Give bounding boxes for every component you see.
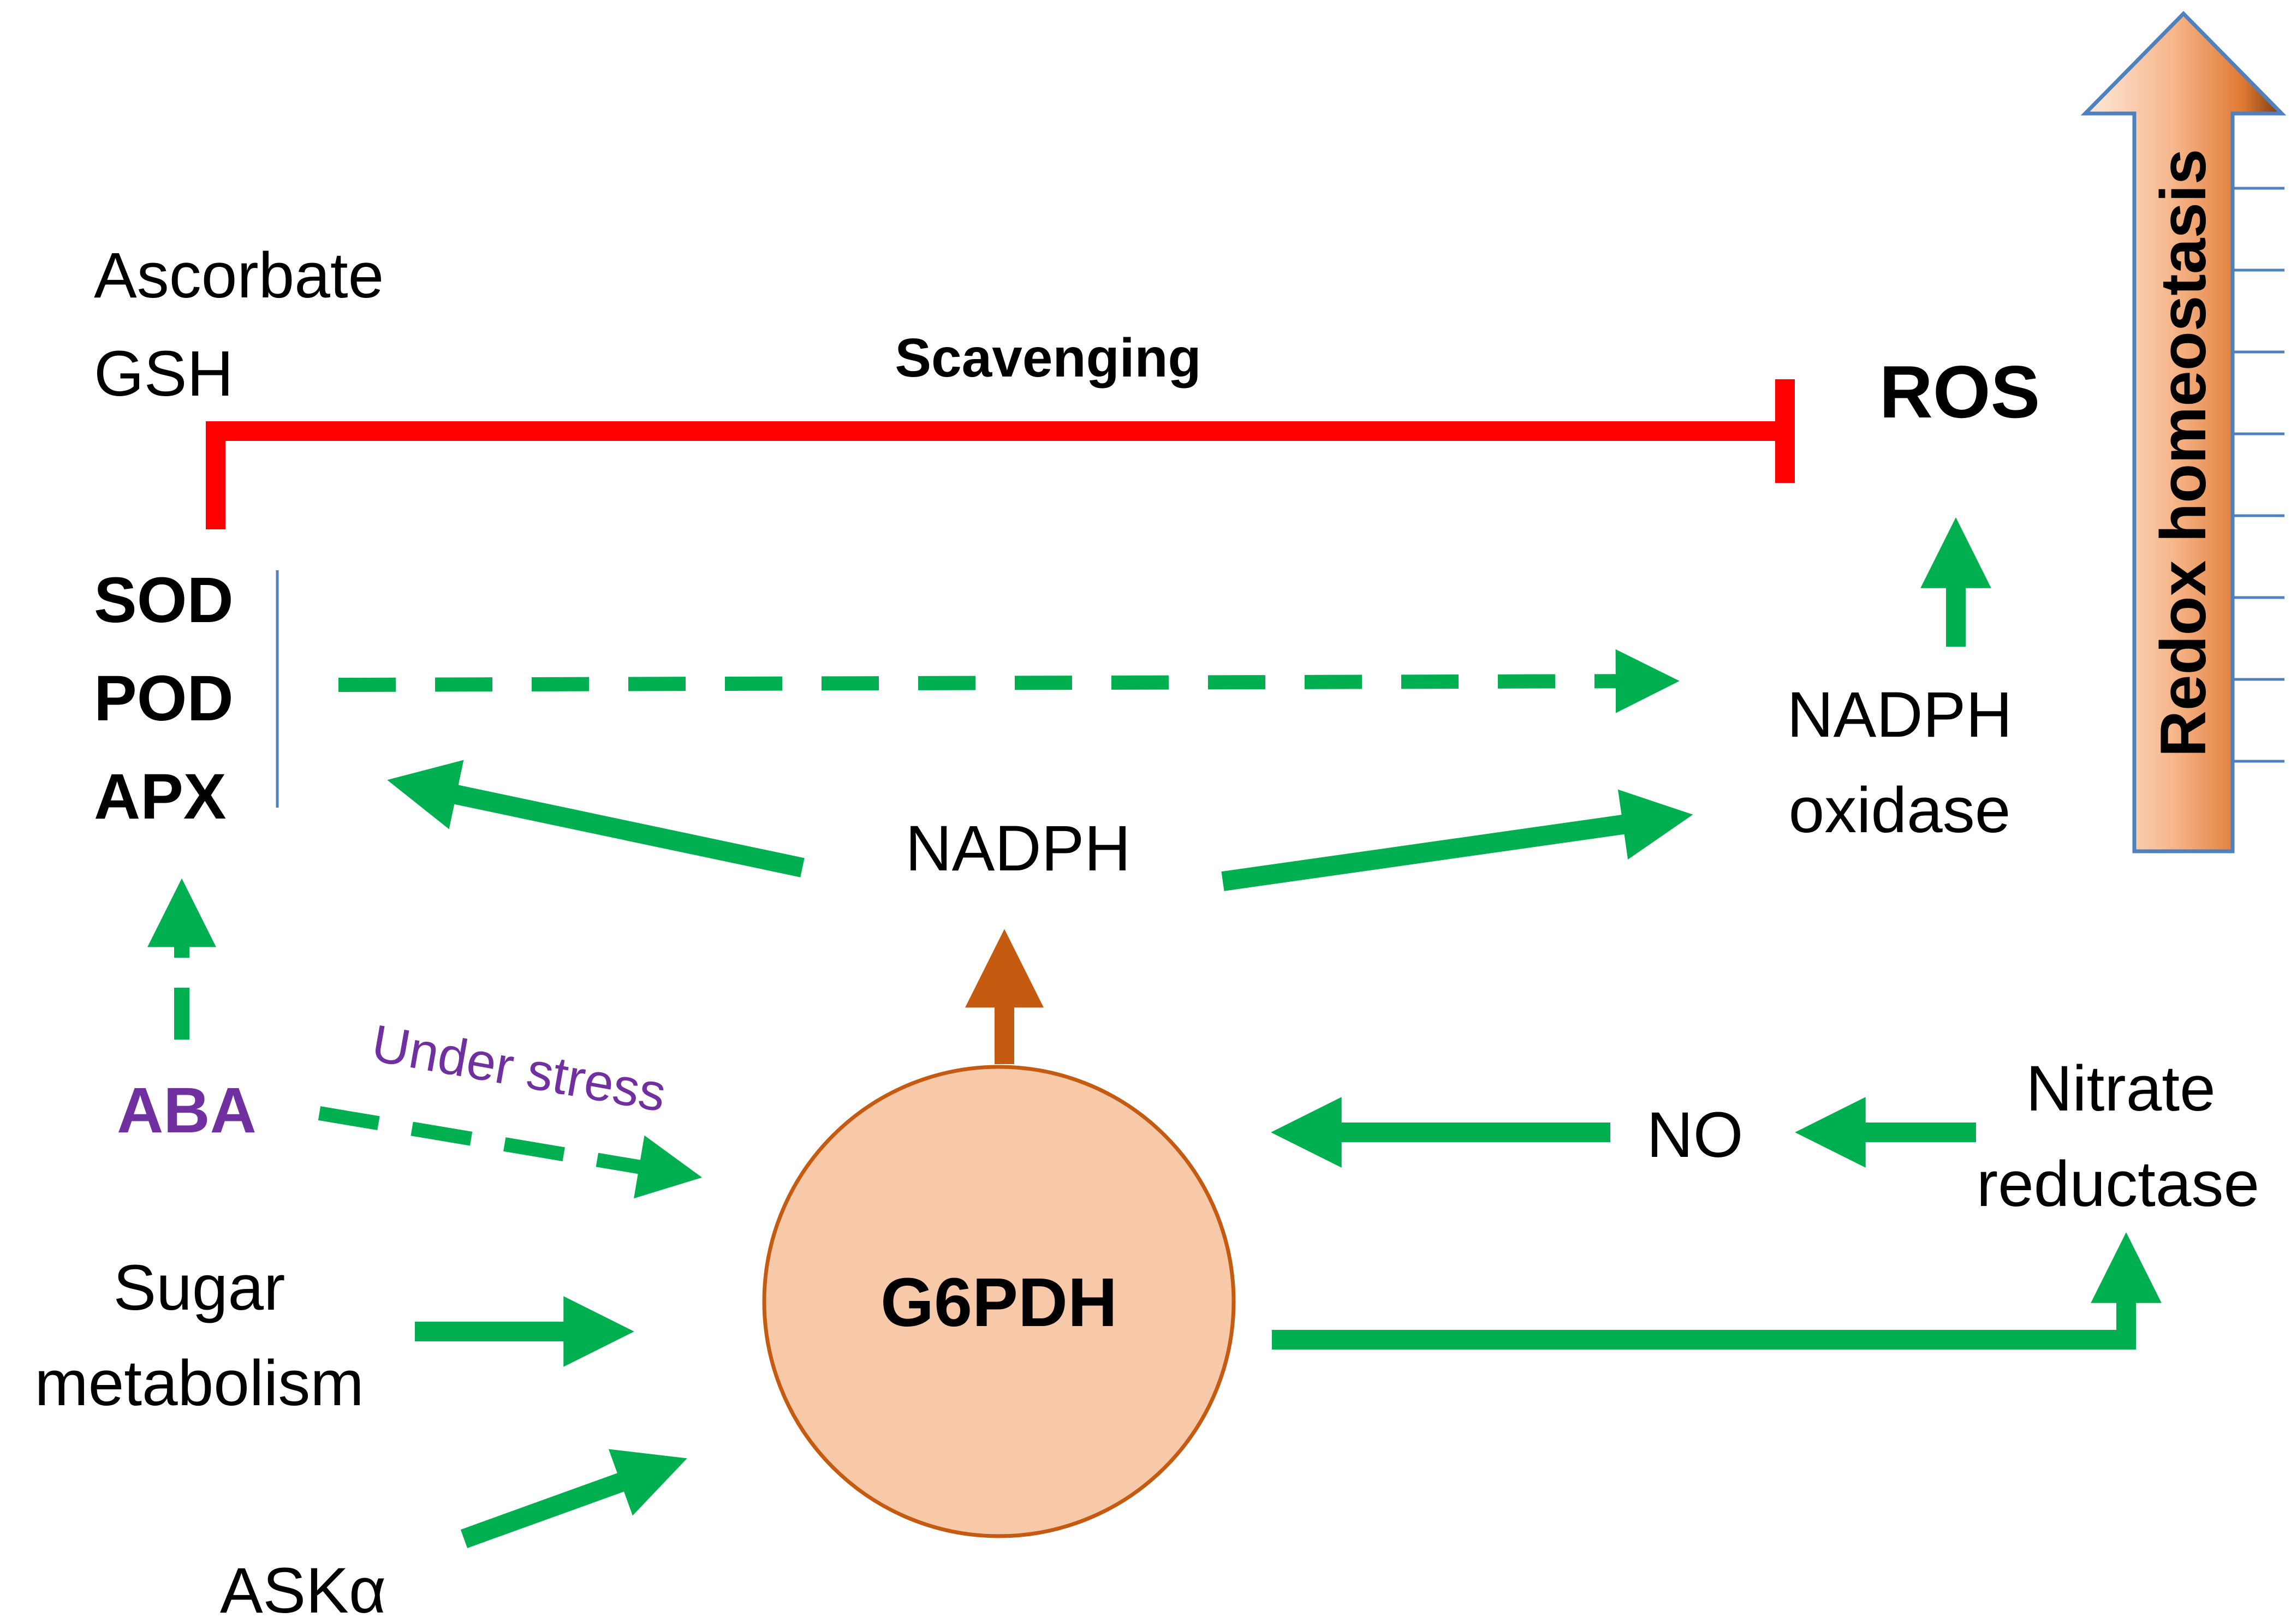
label-nadph: NADPH — [905, 813, 1130, 885]
label-sod: SOD — [94, 564, 234, 636]
label-sugar-line1: Sugar — [114, 1252, 285, 1324]
arrow-enzymes-to-nadph-oxidase — [338, 649, 1680, 713]
g6pdh-node — [762, 1065, 1236, 1538]
label-pod: POD — [94, 662, 234, 735]
label-scavenging: Scavenging — [895, 327, 1201, 389]
redox-homeostasis-label: Redox homeostasis — [2147, 149, 2219, 757]
label-nitrate-line1: Nitrate — [2026, 1053, 2216, 1125]
label-no: NO — [1647, 1099, 1743, 1171]
label-apx: APX — [94, 761, 227, 833]
redox-homeostasis-arrow: Redox homeostasis — [2080, 11, 2287, 853]
label-sugar-line2: metabolism — [34, 1347, 364, 1419]
label-under-stress: Under stress — [367, 1014, 670, 1123]
arrow-nadph-to-enzymes — [387, 760, 805, 877]
scavenging-inhibition-line — [206, 379, 1795, 529]
label-ask-alpha: ASKα — [220, 1555, 386, 1624]
label-nitrate-line2: reductase — [1977, 1148, 2259, 1220]
label-gsh: GSH — [94, 338, 234, 410]
label-nadph-oxidase-line2: oxidase — [1789, 774, 2011, 846]
arrow-aba-to-g6pdh — [318, 1106, 703, 1199]
label-ascorbate: Ascorbate — [94, 240, 384, 312]
label-nadph-oxidase-line1: NADPH — [1787, 679, 2012, 751]
arrow-ask-to-g6pdh — [460, 1449, 687, 1548]
redox-scale-ticks — [2233, 187, 2284, 763]
arrow-g6pdh-to-nitrate-reductase — [1272, 1232, 2162, 1350]
label-ros: ROS — [1879, 350, 2040, 433]
label-g6pdh: G6PDH — [880, 1264, 1117, 1341]
arrow-nadph-to-nadph-oxidase — [1221, 789, 1693, 891]
label-aba: ABA — [117, 1074, 257, 1147]
